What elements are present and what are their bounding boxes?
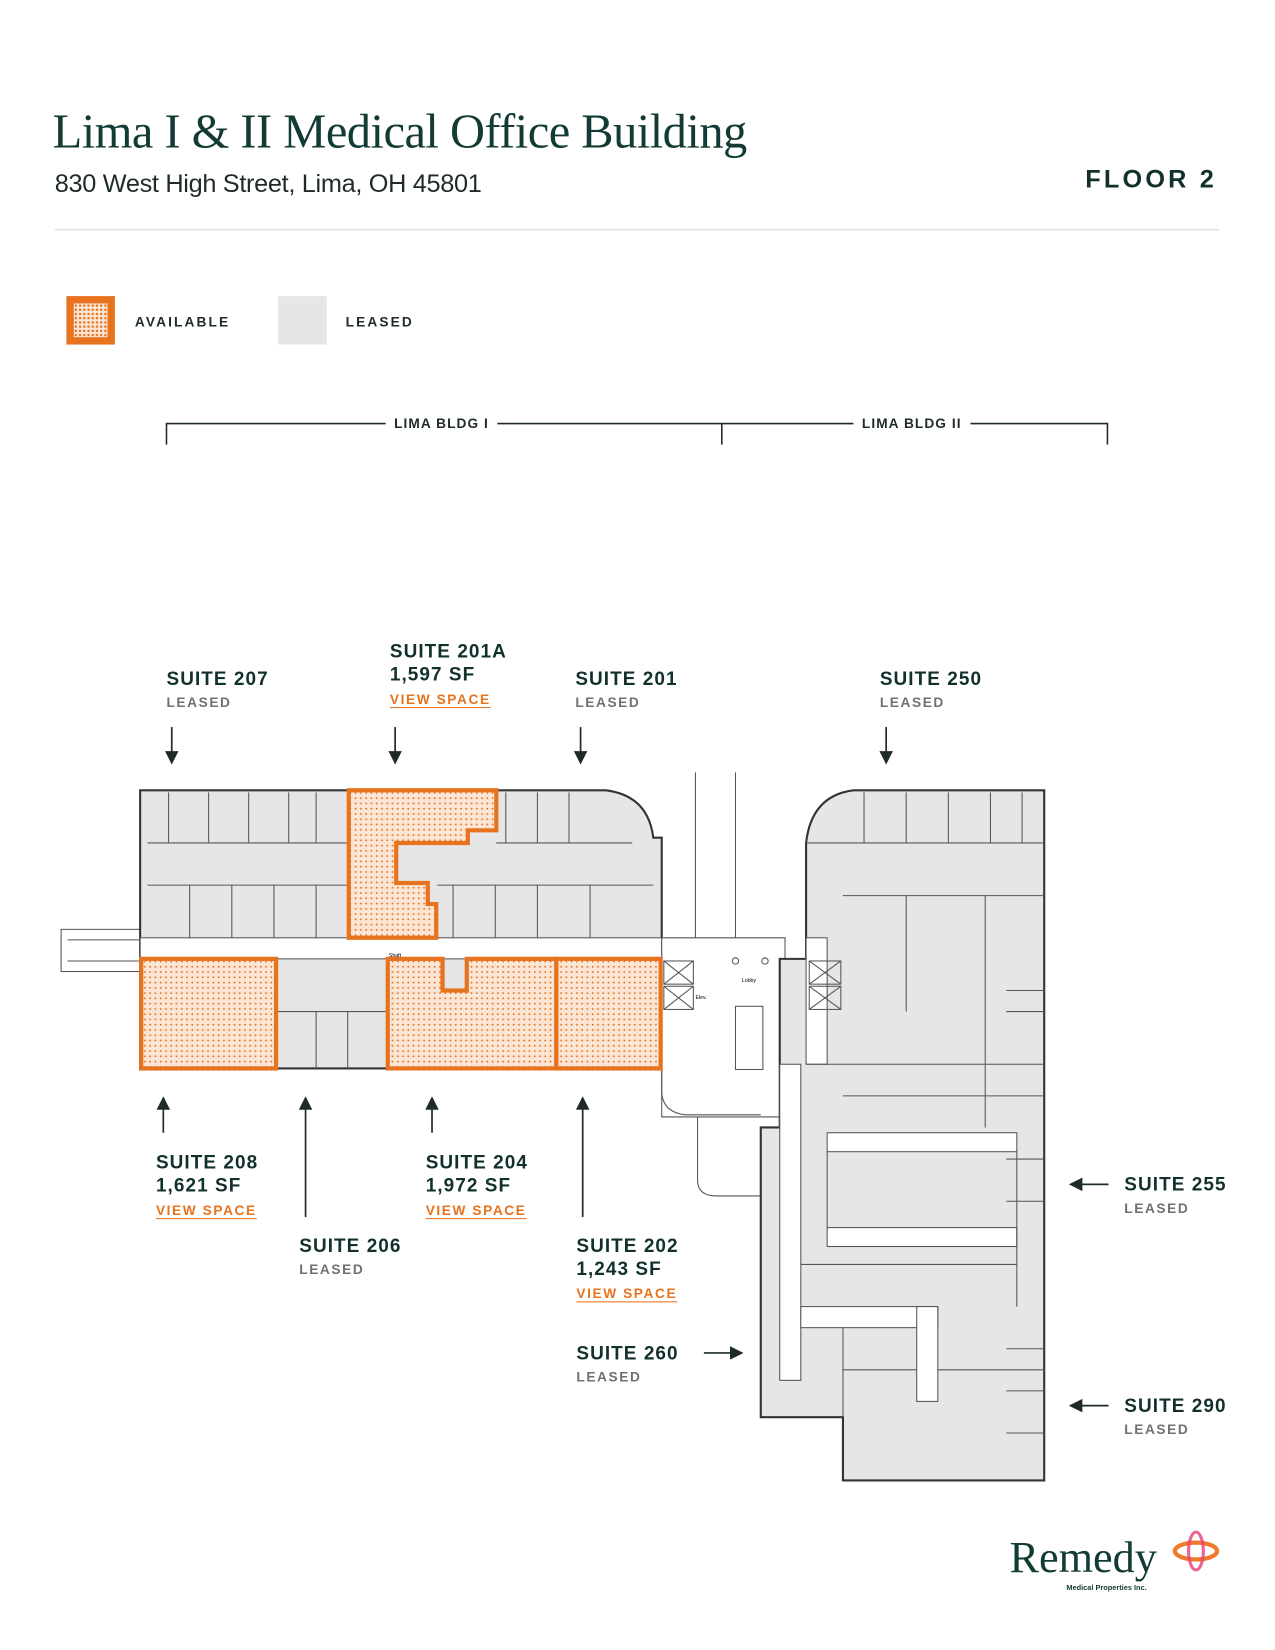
suite-name: SUITE 206 [299,1234,402,1257]
suite-status: LEASED [1124,1421,1190,1438]
lobby [661,937,786,1118]
remedy-logo: Remedy [1009,1534,1157,1583]
legend-available-label: AVAILABLE [134,314,231,330]
suite-size: 1,243 SF [576,1258,662,1280]
suite-status: LEASED [575,694,641,711]
suite-status: LEASED [166,694,232,711]
view-space-link[interactable]: VIEW SPACE [425,1202,527,1219]
suite-201a-area [346,788,499,940]
suite-status: LEASED [879,694,945,711]
suite-name: SUITE 204 [425,1151,528,1173]
suite-size: 1,597 SF [389,663,476,685]
suite-name: SUITE 202 [576,1234,679,1257]
suite-208-area [139,956,279,1071]
available-suites [139,788,663,1071]
legend-leased-swatch [278,296,327,345]
legend-leased-label: LEASED [345,314,414,330]
suite-name: SUITE 201A [389,640,507,662]
divider [54,228,1220,231]
building-2-label: LIMA BLDG II [853,415,971,431]
suite-status: LEASED [299,1261,365,1278]
logo-tagline: Medical Properties Inc. [1066,1584,1147,1593]
suite-arrows [156,727,1109,1413]
suite-202-area [554,956,663,1071]
page-title: Lima I & II Medical Office Building [52,104,748,159]
suite-204-area [385,956,559,1071]
suite-name: SUITE 201 [575,668,678,690]
elev-label: Elev. [695,995,706,1001]
suite-size: 1,972 SF [425,1174,512,1196]
suite-name: SUITE 255 [1124,1173,1227,1195]
suite-name: SUITE 250 [879,668,983,690]
elevators [663,957,842,1071]
view-space-link[interactable]: VIEW SPACE [155,1202,257,1219]
address: 830 West High Street, Lima, OH 45801 [54,169,482,199]
view-space-link[interactable]: VIEW SPACE [389,691,491,708]
shaft-label: Shaft [389,953,402,959]
view-space-link[interactable]: VIEW SPACE [576,1285,678,1302]
corridor-b2 [779,937,1018,1402]
suite-name: SUITE 207 [166,668,269,690]
suite-name: SUITE 290 [1124,1395,1227,1417]
suite-status: LEASED [576,1368,642,1385]
building-bracket [165,422,1109,445]
suite-name: SUITE 208 [155,1151,259,1173]
suite-name: SUITE 260 [576,1342,679,1364]
legend-available-swatch [66,296,115,345]
lobby-label: Lobby [742,978,757,984]
suite-status: LEASED [1124,1200,1190,1216]
floor-label: FLOOR 2 [1085,165,1218,194]
bridge [60,928,142,973]
building-1-label: LIMA BLDG I [385,415,498,431]
suite-size: 1,621 SF [155,1174,242,1196]
